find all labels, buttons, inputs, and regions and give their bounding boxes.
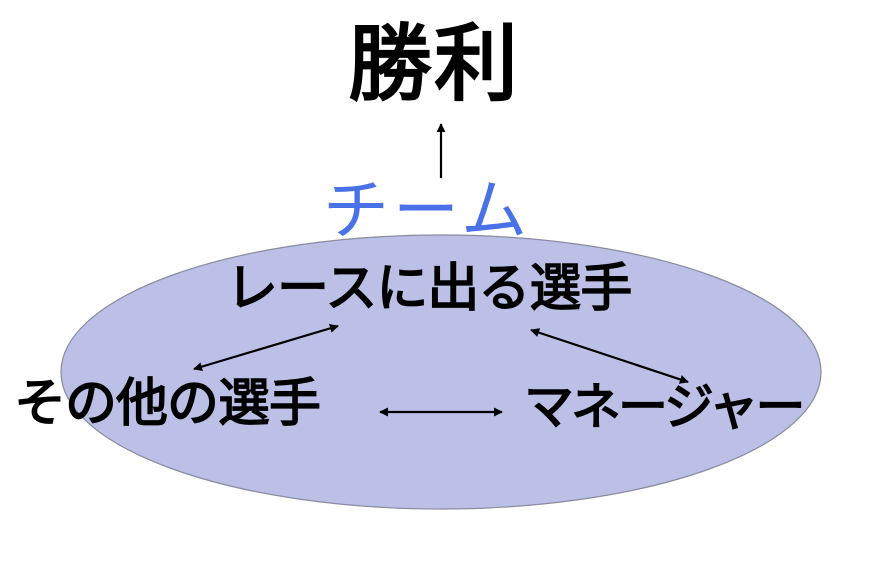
other-players-label: その他の選手	[14, 373, 321, 434]
manager-label: マネージャー	[524, 377, 805, 436]
team-label: チーム	[323, 172, 532, 249]
victory-label: 勝利	[348, 14, 521, 113]
racer-label: レースに出る選手	[226, 258, 632, 319]
team-ellipse	[60, 234, 822, 510]
arrow-racer-manager	[530, 328, 689, 384]
arrow-racer-others	[193, 324, 339, 371]
